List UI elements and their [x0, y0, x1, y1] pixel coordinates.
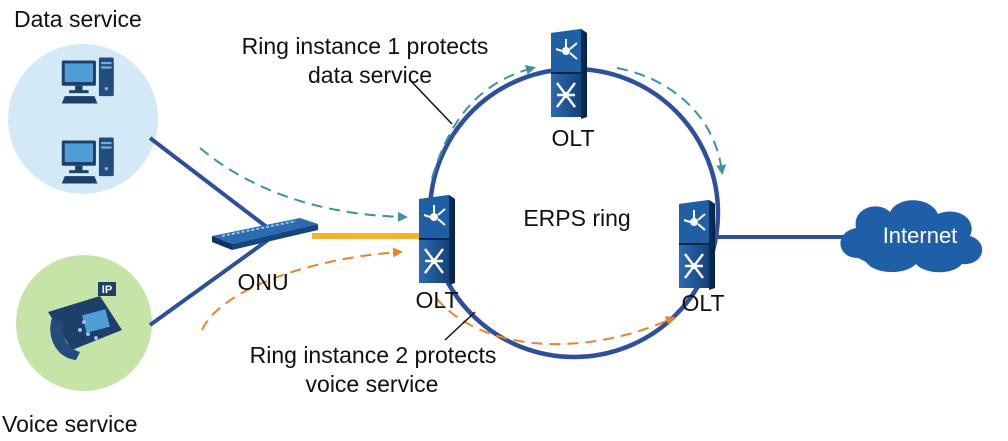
olt-right-label: OLT — [681, 290, 724, 316]
ring-instance-2-label-line1: Ring instance 2 protects — [250, 342, 497, 368]
voice-access-link — [148, 238, 270, 327]
erps-ring-label: ERPS ring — [523, 205, 630, 231]
data-service-label: Data service — [14, 6, 142, 32]
voice-service-label: Voice service — [2, 411, 138, 437]
data-access-link — [148, 136, 270, 230]
ring-instance-2-label-line2: voice service — [306, 371, 439, 397]
ip-badge-label: IP — [102, 284, 112, 296]
olt-top-icon — [549, 27, 589, 119]
instance-1-ring-arrow-a — [431, 64, 536, 179]
instance-1-access-arrow — [199, 147, 408, 222]
olt-left-icon — [417, 193, 457, 285]
olt-left-label: OLT — [415, 287, 458, 313]
instance-1-leader-line — [409, 79, 453, 125]
instance-1-ring-arrow-b — [616, 67, 727, 175]
olt-right-icon — [677, 198, 717, 290]
onu-label: ONU — [237, 269, 288, 295]
instance-2-ring-arrow — [435, 297, 676, 346]
ring-instance-1-label-line1: Ring instance 1 protects — [242, 33, 489, 59]
data-service-circle — [8, 44, 158, 194]
internet-label: Internet — [883, 223, 958, 248]
onu-device-icon — [212, 218, 318, 250]
ip-phone-icon: IP — [48, 282, 122, 360]
instance-2-access-arrow — [201, 247, 403, 331]
olt-top-label: OLT — [551, 125, 594, 151]
internet-cloud-icon — [840, 200, 983, 273]
instance-2-leader-line — [444, 311, 476, 341]
ring-instance-1-label-line2: data service — [308, 62, 432, 88]
